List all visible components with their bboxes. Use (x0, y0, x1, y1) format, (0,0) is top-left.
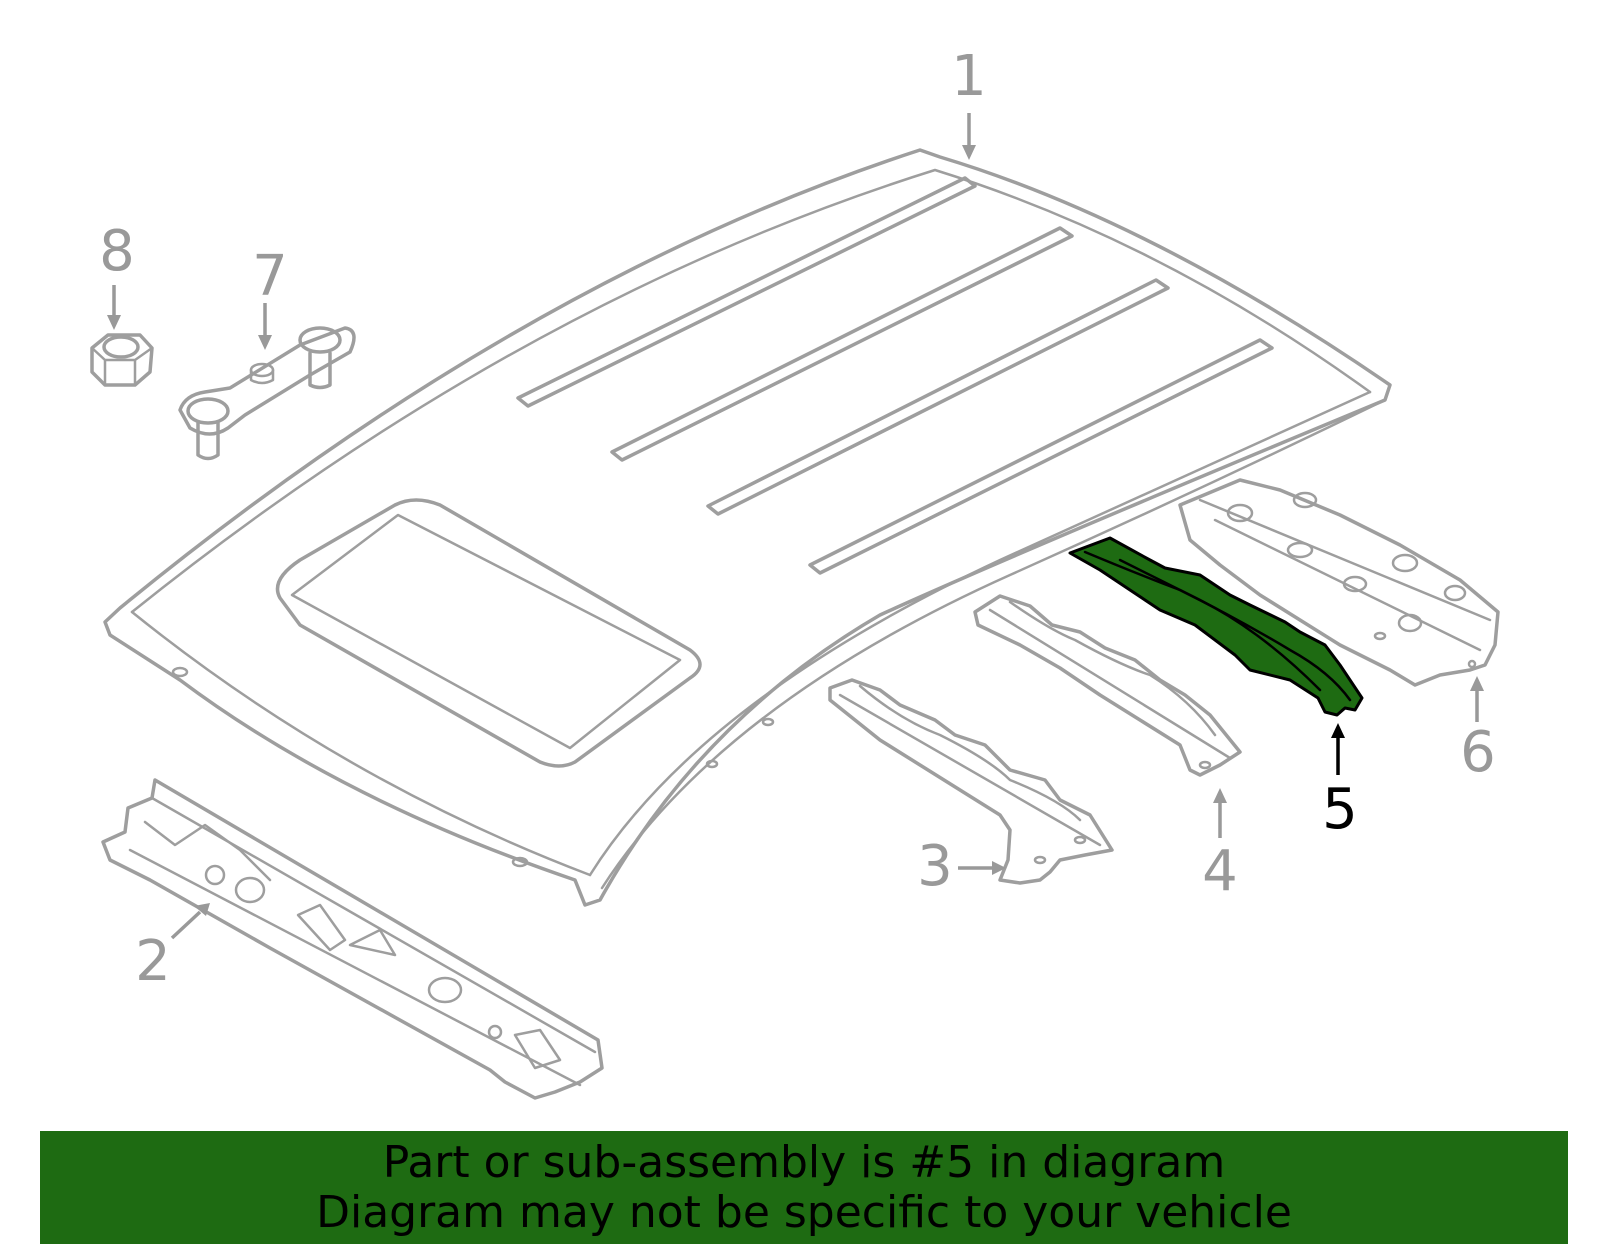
arrowhead-7 (258, 335, 272, 350)
callout-7: 7 (252, 244, 288, 309)
rear-header-part-6[interactable] (1178, 478, 1500, 687)
info-banner: Part or sub-assembly is #5 in diagram Di… (40, 1131, 1568, 1244)
arrowhead-4 (1213, 788, 1227, 803)
roof-bow-part-4[interactable] (973, 594, 1242, 777)
roof-bow-part-3[interactable] (828, 678, 1114, 885)
arrow-2 (170, 910, 202, 940)
bracket-part-7[interactable] (178, 326, 356, 461)
banner-line-2: Diagram may not be specific to your vehi… (316, 1186, 1292, 1238)
nut-part-8[interactable] (90, 333, 154, 387)
banner-line-1: Part or sub-assembly is #5 in diagram (382, 1136, 1226, 1188)
front-header-part-2[interactable] (101, 778, 604, 1100)
arrowhead-6 (1470, 676, 1484, 691)
callout-2: 2 (135, 929, 171, 994)
callout-labels: 1 2 3 4 5 6 7 8 (99, 44, 1496, 994)
arrowhead-3 (992, 861, 1006, 875)
callout-arrows (107, 113, 1484, 940)
arrowhead-2 (194, 903, 210, 916)
callout-1: 1 (951, 44, 987, 109)
callout-4: 4 (1202, 839, 1238, 904)
arrowhead-8 (107, 315, 121, 330)
roof-bow-part-5[interactable] (1068, 536, 1364, 717)
callout-6: 6 (1460, 720, 1496, 785)
arrowhead-5 (1331, 723, 1345, 738)
arrowhead-1 (962, 145, 976, 160)
callout-8: 8 (99, 219, 135, 284)
roof-panel-part-1[interactable] (103, 148, 1392, 907)
callout-5: 5 (1322, 777, 1358, 842)
callout-3: 3 (917, 834, 953, 899)
